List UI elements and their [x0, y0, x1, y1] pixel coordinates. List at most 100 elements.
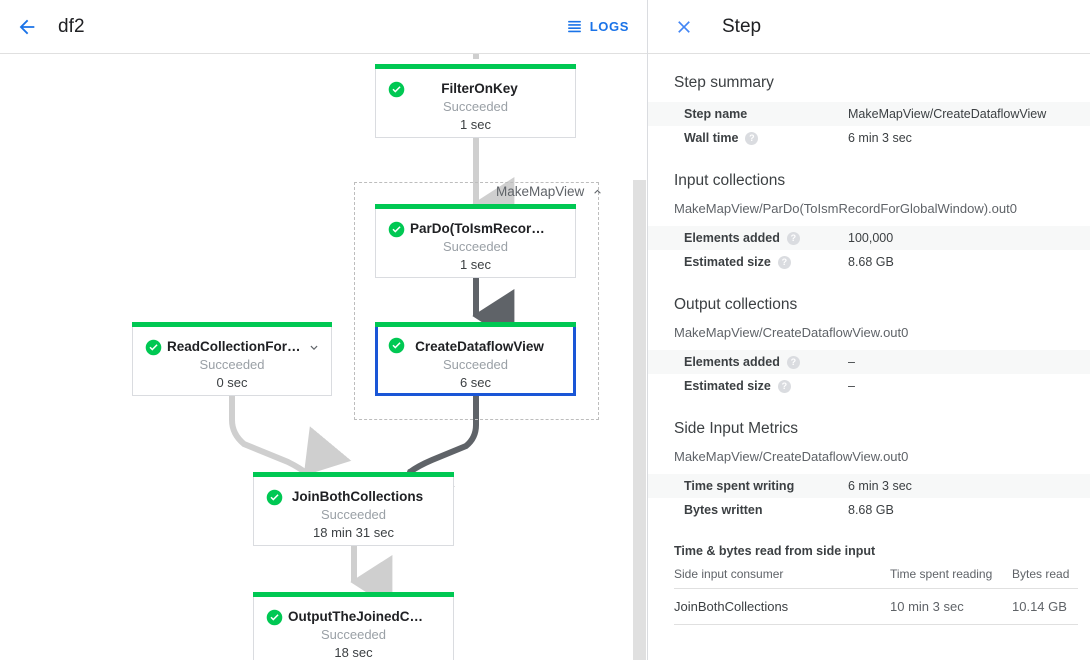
group-collapse-toggle[interactable]: MakeMapView: [496, 184, 604, 199]
node-status-bar: [375, 322, 576, 327]
node-name: OutputTheJoinedCollec…: [288, 609, 453, 624]
side-input-read-table: Side input consumer Time spent reading B…: [674, 564, 1078, 625]
section-heading-step-summary: Step summary: [674, 74, 774, 91]
node-status-bar: [253, 592, 454, 597]
close-icon: [678, 20, 690, 33]
step-panel-header: Step: [648, 0, 1090, 54]
detail-key: Bytes written: [684, 503, 763, 517]
graph-node-readcollectionforjoin[interactable]: ReadCollectionForJoin Succeeded 0 sec: [132, 322, 332, 396]
side-input-collection-name: MakeMapView/CreateDataflowView.out0: [674, 449, 909, 464]
detail-row-step-name: Step name MakeMapView/CreateDataflowView: [648, 102, 1090, 126]
node-name: ReadCollectionForJoin: [167, 339, 315, 354]
graph-toolbar: df2 LOGS: [0, 0, 647, 54]
graph-node-outputthejoinedcollection[interactable]: OutputTheJoinedCollec… Succeeded 18 sec: [253, 592, 454, 660]
cell-bytes-read: 10.14 GB: [1012, 588, 1078, 625]
detail-key: Elements added ?: [684, 231, 848, 245]
chevron-down-icon: [310, 345, 318, 350]
node-status-bar: [253, 472, 454, 477]
detail-key: Wall time ?: [684, 131, 848, 145]
detail-value: 6 min 3 sec: [848, 479, 912, 493]
column-header-consumer: Side input consumer: [674, 564, 890, 589]
group-label-text: MakeMapView: [496, 184, 585, 199]
node-status: Succeeded: [442, 99, 509, 114]
chevron-up-icon: [594, 189, 602, 194]
detail-key: Elements added ?: [684, 355, 848, 369]
detail-key: Time spent writing: [684, 479, 795, 493]
step-details-body: Step summary Step name MakeMapView/Creat…: [648, 54, 1090, 625]
cell-consumer: JoinBothCollections: [674, 588, 890, 625]
node-duration: 6 sec: [459, 375, 492, 390]
close-button[interactable]: [668, 11, 700, 43]
node-duration: 0 sec: [216, 375, 248, 390]
arrow-left-icon: [19, 19, 35, 34]
back-button[interactable]: [10, 10, 44, 44]
node-status-bar: [375, 204, 576, 209]
section-heading-side-input-metrics: Side Input Metrics: [674, 420, 799, 437]
detail-value: 100,000: [848, 231, 894, 245]
detail-value: 6 min 3 sec: [848, 131, 912, 145]
cell-time-spent-reading: 10 min 3 sec: [890, 588, 1012, 625]
panel-title: Step: [722, 15, 762, 37]
detail-row-bytes-written: Bytes written 8.68 GB: [648, 498, 1090, 522]
graph-canvas[interactable]: MakeMapView FilterOnKey Succeeded 1 sec: [0, 54, 647, 660]
detail-key: Step name: [684, 107, 748, 121]
section-heading-side-input-table: Time & bytes read from side input: [674, 544, 876, 558]
graph-vertical-scrollbar[interactable]: [633, 180, 646, 660]
output-collection-name: MakeMapView/CreateDataflowView.out0: [674, 325, 909, 340]
node-name: FilterOnKey: [441, 81, 518, 96]
detail-value: 8.68 GB: [848, 503, 894, 517]
help-icon[interactable]: ?: [777, 255, 791, 269]
check-circle-icon: [388, 221, 405, 238]
help-icon[interactable]: ?: [786, 355, 800, 369]
node-name: ParDo(ToIsmRecordFor…): [410, 221, 575, 236]
node-name: JoinBothCollections: [291, 489, 424, 504]
detail-row-output-elements-added: Elements added ? –: [648, 350, 1090, 374]
section-heading-input-collections: Input collections: [674, 172, 786, 189]
check-circle-icon: [388, 337, 405, 354]
job-title: df2: [58, 15, 85, 37]
logs-button[interactable]: LOGS: [562, 12, 633, 41]
logs-icon: [567, 20, 581, 33]
node-status: Succeeded: [320, 507, 387, 522]
detail-value: 8.68 GB: [848, 255, 894, 269]
detail-value: –: [848, 379, 855, 393]
section-heading-output-collections: Output collections: [674, 296, 798, 313]
help-icon[interactable]: ?: [745, 131, 759, 145]
check-circle-icon: [388, 81, 405, 98]
table-header-row: Side input consumer Time spent reading B…: [674, 564, 1078, 589]
group-container-makemapview: [354, 182, 599, 420]
check-circle-icon: [266, 609, 283, 626]
help-icon[interactable]: ?: [786, 231, 800, 245]
node-status: Succeeded: [442, 239, 509, 254]
graph-node-createdataflowview[interactable]: CreateDataflowView Succeeded 6 sec: [375, 322, 576, 396]
column-header-time-spent-reading: Time spent reading: [890, 564, 1012, 589]
graph-node-pardo-toismrecord[interactable]: ParDo(ToIsmRecordFor…) Succeeded 1 sec: [375, 204, 576, 278]
job-graph-pane: df2 LOGS: [0, 0, 648, 660]
node-status: Succeeded: [199, 357, 265, 372]
detail-row-time-spent-writing: Time spent writing 6 min 3 sec: [648, 474, 1090, 498]
graph-node-joinbothcollections[interactable]: JoinBothCollections Succeeded 18 min 31 …: [253, 472, 454, 546]
input-collection-name: MakeMapView/ParDo(ToIsmRecordForGlobalWi…: [674, 201, 1017, 216]
detail-key: Estimated size ?: [684, 379, 848, 393]
node-expand-toggle[interactable]: [307, 341, 321, 360]
node-status-bar: [375, 64, 576, 69]
help-icon[interactable]: ?: [777, 379, 791, 393]
node-status: Succeeded: [442, 357, 509, 372]
node-duration: 18 sec: [334, 645, 373, 660]
node-duration: 1 sec: [459, 117, 492, 132]
graph-node-filteronkey[interactable]: FilterOnKey Succeeded 1 sec: [375, 64, 576, 138]
node-duration: 1 sec: [459, 257, 492, 272]
node-status-bar: [132, 322, 332, 327]
detail-row-output-estimated-size: Estimated size ? –: [648, 374, 1090, 398]
detail-row-wall-time: Wall time ? 6 min 3 sec: [648, 126, 1090, 150]
detail-key: Estimated size ?: [684, 255, 848, 269]
detail-row-input-estimated-size: Estimated size ? 8.68 GB: [648, 250, 1090, 274]
node-duration: 18 min 31 sec: [313, 525, 394, 540]
node-name: CreateDataflowView: [415, 339, 544, 354]
check-circle-icon: [145, 339, 162, 356]
table-row: JoinBothCollections 10 min 3 sec 10.14 G…: [674, 588, 1078, 625]
logs-label: LOGS: [589, 19, 629, 34]
node-status: Succeeded: [320, 627, 387, 642]
detail-row-input-elements-added: Elements added ? 100,000: [648, 226, 1090, 250]
